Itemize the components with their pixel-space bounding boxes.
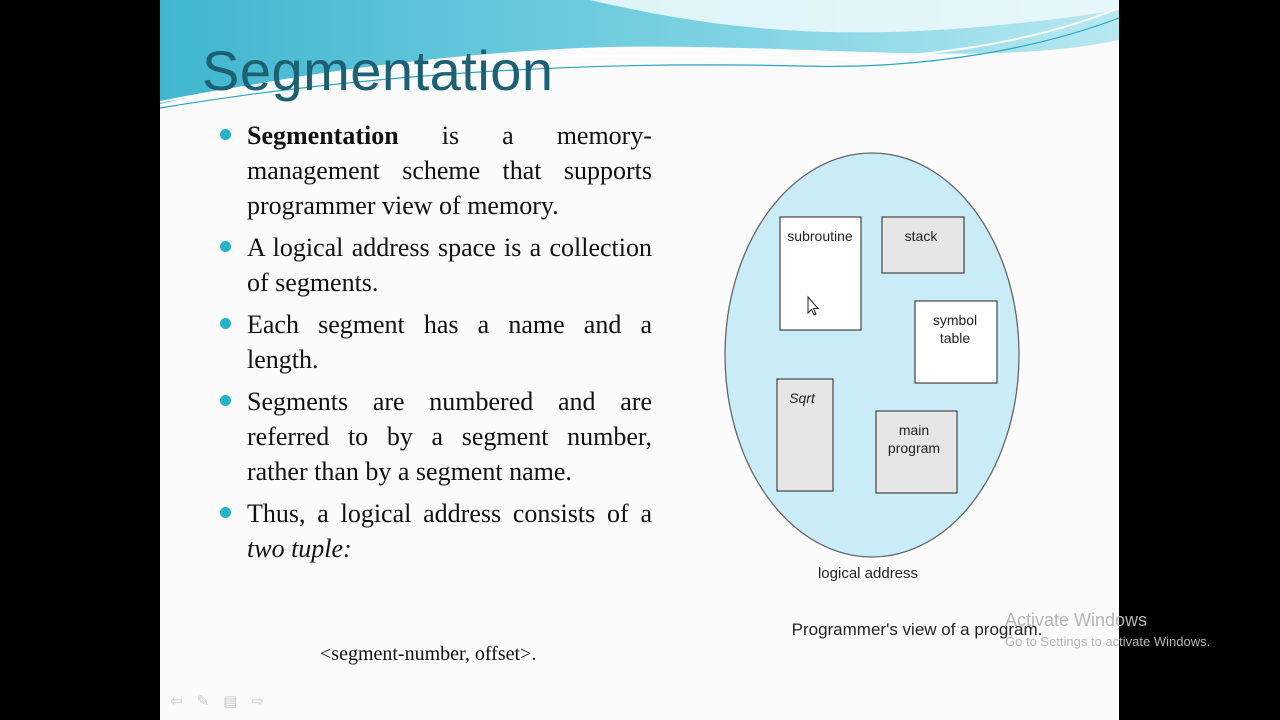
bullet-list: Segmentation is a memory-management sche…	[220, 118, 652, 573]
bullet-item: Thus, a logical address consists of a tw…	[220, 496, 652, 566]
bullet-bold-term: Segmentation	[247, 121, 399, 150]
segmentation-diagram: subroutine stack symbol table Sqrt main …	[724, 152, 1043, 639]
bullet-dot-icon	[220, 318, 231, 329]
segment-subroutine	[779, 216, 862, 331]
bullet-text: Each segment has a name and a length.	[247, 310, 652, 374]
bullet-dot-icon	[220, 129, 231, 140]
bullet-item: A logical address space is a collection …	[220, 230, 652, 300]
tuple-example: <segment-number, offset>.	[320, 643, 537, 665]
segment-symbol-table	[914, 300, 998, 384]
bullet-text: Thus, a logical address consists of a	[247, 499, 652, 528]
segment-symbol-table-label-line1: symbol	[933, 312, 977, 328]
segment-subroutine-label: subroutine	[787, 228, 853, 244]
bullet-item: Segments are numbered and are referred t…	[220, 384, 652, 489]
watermark-subtitle: Go to Settings to activate Windows.	[1005, 634, 1211, 649]
bullet-dot-icon	[220, 241, 231, 252]
watermark-title: Activate Windows	[1005, 610, 1148, 630]
segment-stack	[881, 216, 965, 274]
diagram-caption: Programmer's view of a program.	[792, 620, 1043, 639]
bullet-text: Segments are numbered and are referred t…	[247, 387, 652, 486]
slide: Segmentation Segmentation is a memory-ma…	[160, 0, 1119, 720]
segment-main-program	[875, 410, 958, 494]
segment-sqrt-label: Sqrt	[789, 390, 816, 406]
slide-title: Segmentation	[202, 39, 554, 102]
bullet-dot-icon	[220, 507, 231, 518]
bullet-dot-icon	[220, 395, 231, 406]
slide-navigation: ⇦ ✎ ▤ ⇨	[170, 692, 264, 710]
mouse-cursor-icon	[807, 295, 820, 316]
segment-main-program-label-line2: program	[888, 440, 940, 456]
segment-sqrt	[776, 378, 834, 492]
header-wave-decoration	[160, 0, 1119, 109]
bullet-text: is a memory-management scheme that suppo…	[247, 121, 652, 220]
menu-icon[interactable]: ▤	[223, 692, 238, 710]
bullet-item: Each segment has a name and a length.	[220, 307, 652, 377]
bullet-italic-term: two tuple:	[247, 534, 352, 563]
bullet-text: A logical address space is a collection …	[247, 233, 652, 297]
pen-icon[interactable]: ✎	[196, 692, 210, 710]
forward-arrow-icon[interactable]: ⇨	[251, 692, 264, 710]
segment-main-program-label-line1: main	[899, 422, 929, 438]
segment-symbol-table-label-line2: table	[940, 330, 971, 346]
segment-stack-label: stack	[905, 228, 939, 244]
bullet-item: Segmentation is a memory-management sche…	[220, 118, 652, 223]
activate-windows-watermark: Activate Windows Go to Settings to activ…	[1005, 610, 1210, 649]
back-arrow-icon[interactable]: ⇦	[170, 692, 183, 710]
logical-address-label: logical address	[818, 565, 918, 582]
